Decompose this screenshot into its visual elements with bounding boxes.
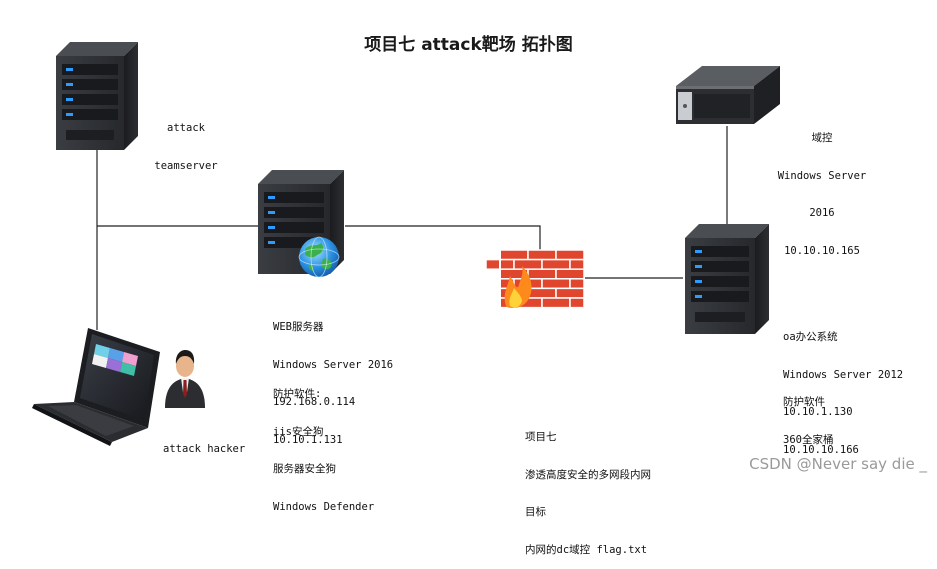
label-line: 防护软件	[783, 396, 825, 408]
label-line: attack	[167, 122, 205, 134]
web-server-globe-icon	[258, 170, 344, 278]
label-line: 10.10.1.130	[783, 406, 853, 418]
label-line: Windows Server 2012	[783, 368, 904, 381]
label-line: 防护软件:	[273, 388, 322, 400]
label-line: 渗透高度安全的多网段内网	[525, 468, 651, 481]
label-line: oa办公系统	[783, 331, 838, 343]
label-line: Windows Defender	[273, 500, 375, 513]
oa-security-label: 防护软件 360全家桶	[783, 371, 833, 459]
label-line: 项目七	[525, 431, 557, 443]
label-line: 内网的dc域控 flag.txt	[525, 543, 648, 556]
tower-server-icon	[56, 42, 138, 150]
teamserver-label: attack teamserver	[140, 97, 232, 185]
topology-canvas	[32, 42, 780, 446]
link-web-firewall	[345, 225, 541, 252]
label-line: Windows Server	[777, 169, 867, 182]
label-line: 10.10.10.165	[784, 244, 860, 257]
label-line: attack hacker	[163, 443, 246, 455]
label-line: 10.10.1.131	[273, 433, 343, 446]
label-line: 2016	[809, 207, 835, 219]
firewall-icon	[485, 249, 585, 309]
dc-label: 域控 Windows Server 2016 10.10.10.165	[770, 107, 874, 270]
label-line: 目标	[525, 506, 546, 518]
oa-label: oa办公系统 Windows Server 2012 10.10.1.130 1…	[783, 306, 903, 469]
web-server-label: WEB服务器 Windows Server 2016 192.168.0.114…	[273, 296, 393, 459]
rack-server-icon	[676, 66, 780, 124]
diagram-title: 项目七 attack靶场 拓扑图	[364, 35, 573, 55]
tower-server-icon	[685, 224, 769, 334]
connection-lines	[96, 126, 728, 330]
watermark: CSDN @Never say die _	[749, 455, 927, 473]
hacker-label: attack hacker	[163, 418, 245, 468]
label-line: 10.10.10.166	[783, 443, 859, 456]
label-line: 域控	[811, 132, 833, 144]
label-line: 服务器安全狗	[273, 463, 336, 475]
web-security-label: 防护软件: iis安全狗 服务器安全狗 Windows Defender	[273, 363, 374, 526]
goal-label: 项目七 渗透高度安全的多网段内网 目标 内网的dc域控 flag.txt	[525, 406, 651, 569]
label-line: Windows Server 2016	[273, 358, 394, 371]
laptop-icon	[32, 328, 160, 446]
label-line: iis安全狗	[273, 425, 324, 438]
label-line: WEB服务器	[273, 321, 324, 333]
label-line: 360全家桶	[783, 433, 834, 446]
label-line: 192.168.0.114	[273, 396, 356, 408]
label-line: teamserver	[154, 159, 218, 172]
hacker-person-icon	[165, 350, 205, 408]
